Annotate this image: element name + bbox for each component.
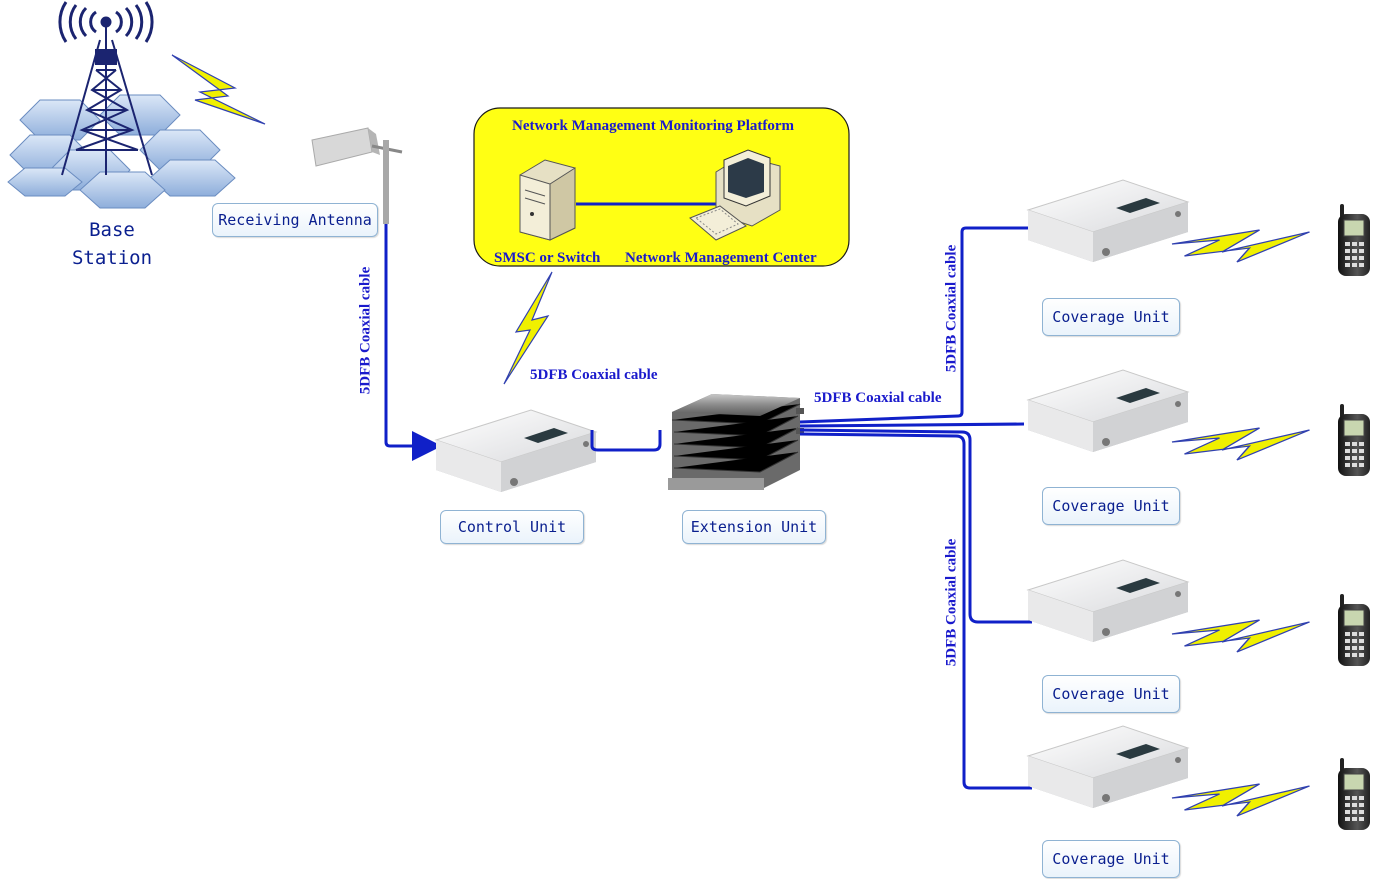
extension-unit-device (668, 394, 804, 490)
coverage-unit-device (1027, 369, 1189, 453)
lightning-bolt-icon (1171, 783, 1311, 817)
control-unit-device (435, 409, 597, 493)
base-station-label: Base Station (62, 216, 162, 272)
coaxial-cable (590, 430, 662, 452)
base-station-label-line1: Base (89, 219, 135, 241)
server-icon (519, 159, 576, 241)
nmc-label: Network Management Center (625, 250, 817, 266)
coaxial-cable-bundle (799, 226, 1032, 790)
lightning-bolt-icon (1171, 427, 1311, 461)
extension-unit-label: Extension Unit (682, 510, 826, 544)
tower-icon (61, 22, 153, 176)
coverage-unit-label: Coverage Unit (1042, 487, 1180, 525)
mobile-phone-icon (1337, 757, 1371, 831)
control-unit-label: Control Unit (440, 510, 584, 544)
coverage-unit-label: Coverage Unit (1042, 840, 1180, 878)
base-station-label-line2: Station (71, 247, 153, 269)
cable-label-vertical-upper: 5DFB Coaxial cable (943, 244, 960, 373)
coaxial-cable (384, 224, 442, 461)
computer-icon (689, 149, 781, 241)
coverage-unit-device (1027, 725, 1189, 809)
lightning-bolt-icon (503, 271, 553, 385)
coverage-unit-label: Coverage Unit (1042, 675, 1180, 713)
mobile-phone-icon (1337, 403, 1371, 477)
signal-waves-icon (58, 1, 154, 43)
receiving-antenna-label: Receiving Antenna (212, 203, 378, 237)
lightning-bolt-icon (1171, 619, 1311, 653)
mobile-phone-icon (1337, 593, 1371, 667)
cable-label-antenna: 5DFB Coaxial cable (357, 266, 374, 395)
platform-title: Network Management Monitoring Platform (512, 118, 795, 134)
cable-label-control: 5DFB Coaxial cable (530, 367, 658, 383)
coverage-unit-device (1027, 179, 1189, 263)
receiving-antenna-icon (311, 127, 403, 224)
cable-label-vertical-lower: 5DFB Coaxial cable (943, 538, 960, 667)
coverage-unit-device (1027, 559, 1189, 643)
cable-label-extension: 5DFB Coaxial cable (814, 390, 942, 406)
coverage-unit-label: Coverage Unit (1042, 298, 1180, 336)
smsc-label: SMSC or Switch (494, 250, 601, 266)
lightning-bolt-icon (1171, 229, 1311, 263)
lightning-bolt-icon (171, 54, 266, 125)
mobile-phone-icon (1337, 203, 1371, 277)
